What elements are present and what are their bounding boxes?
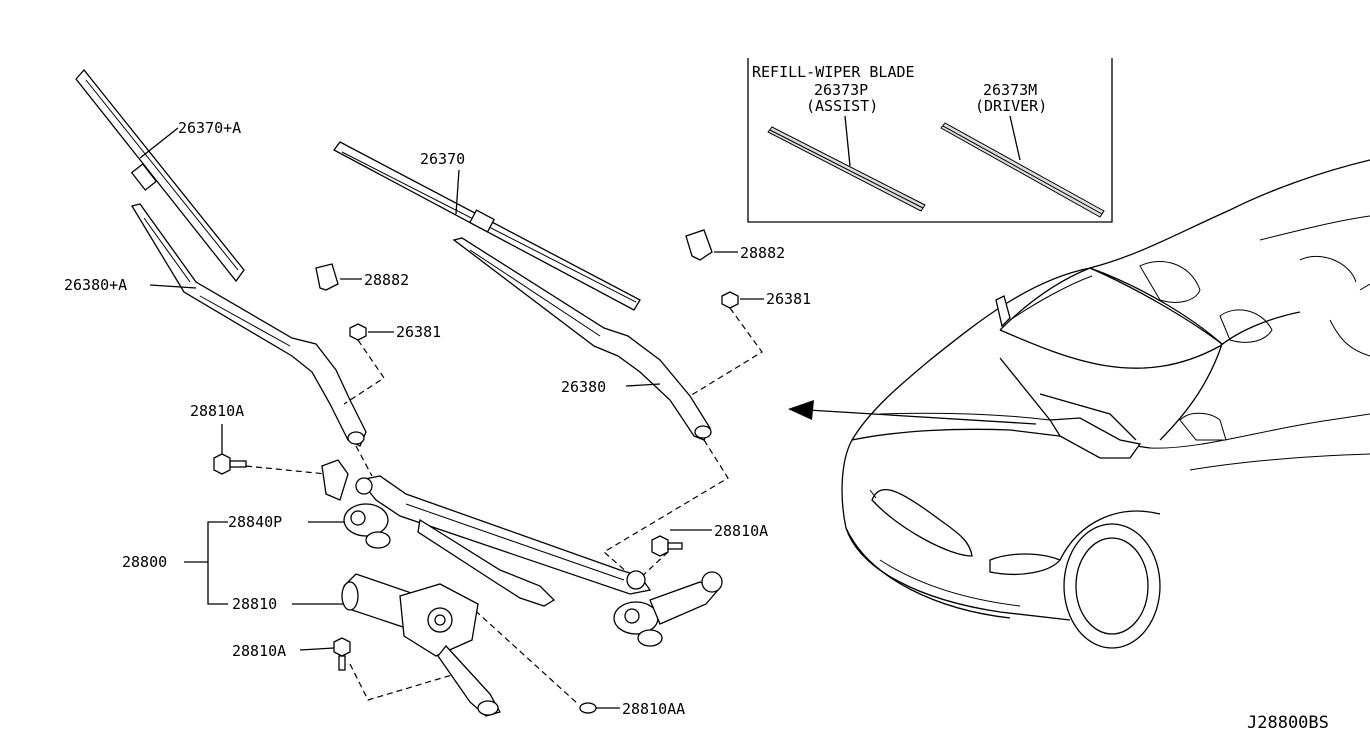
- refill-driver-strip[interactable]: [940, 115, 1105, 218]
- callout-bolt-right[interactable]: 28810A: [714, 522, 768, 540]
- wiper-arm-assist[interactable]: [130, 203, 367, 447]
- pivot-cap-left[interactable]: [315, 263, 362, 291]
- bolt-lower-left[interactable]: [299, 637, 351, 671]
- callout-blade-driver[interactable]: 26370: [420, 150, 465, 168]
- pivot-nut-right[interactable]: [721, 291, 764, 309]
- callout-nut-right[interactable]: 26381: [766, 290, 811, 308]
- pivot-cap-right[interactable]: [685, 229, 738, 261]
- bolt-upper-left[interactable]: [213, 424, 247, 475]
- refill-driver-label: (DRIVER): [975, 97, 1047, 115]
- callout-cap-right[interactable]: 28882: [740, 244, 785, 262]
- callout-motor[interactable]: 28810: [232, 595, 277, 613]
- callout-screw[interactable]: 28810AA: [622, 700, 685, 718]
- refill-assist-label: (ASSIST): [806, 97, 878, 115]
- wiper-motor[interactable]: [292, 573, 501, 717]
- refill-assist-part-number[interactable]: 26373P: [814, 81, 868, 99]
- callout-bolt-lower-left[interactable]: 28810A: [232, 642, 286, 660]
- wiper-arm-driver[interactable]: [452, 237, 712, 441]
- wiper-blade-driver[interactable]: [333, 141, 641, 311]
- bolt-right[interactable]: [651, 529, 712, 557]
- wiper-blade-assist[interactable]: [75, 68, 245, 283]
- callout-arm-assist[interactable]: 26380+A: [64, 276, 127, 294]
- callout-bolt-upper-left[interactable]: 28810A: [190, 402, 244, 420]
- screw[interactable]: [579, 702, 620, 714]
- callout-arm-driver[interactable]: 26380: [561, 378, 606, 396]
- wiper-linkage[interactable]: [308, 459, 723, 647]
- callout-linkage[interactable]: 28840P: [228, 513, 282, 531]
- diagram-code: J28800BS: [1247, 713, 1329, 733]
- refill-assist-strip[interactable]: [767, 115, 926, 212]
- refill-driver-part-number[interactable]: 26373M: [983, 81, 1037, 99]
- callout-assembly[interactable]: 28800: [122, 553, 167, 571]
- assembly-guide-lines: [245, 307, 763, 705]
- callout-nut-left[interactable]: 26381: [396, 323, 441, 341]
- refill-box-title: REFILL-WIPER BLADE: [752, 63, 915, 81]
- callout-blade-assist[interactable]: 26370+A: [178, 119, 241, 137]
- assembly-bracket: [184, 521, 228, 605]
- pivot-nut-left[interactable]: [349, 323, 394, 341]
- location-arrow: [788, 400, 1037, 425]
- refill-wiper-blade-box: REFILL-WIPER BLADE 26373P (ASSIST) 26373…: [747, 58, 1113, 223]
- vehicle-illustration: [841, 159, 1370, 649]
- callout-cap-left[interactable]: 28882: [364, 271, 409, 289]
